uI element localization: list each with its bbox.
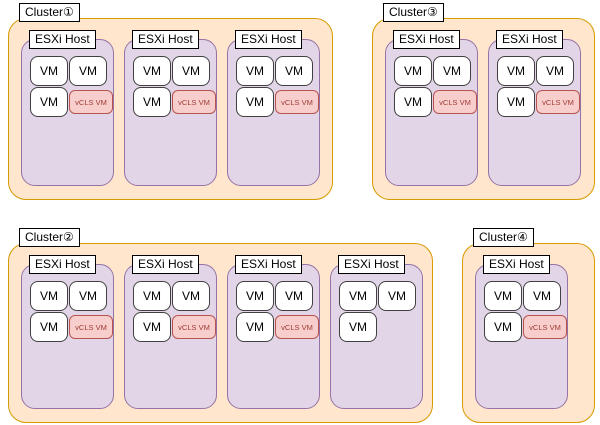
vm-box: VM xyxy=(484,312,522,342)
vm-box: VM xyxy=(236,281,274,311)
esxi-host-label: ESXi Host xyxy=(496,30,563,49)
vm-box: VM xyxy=(536,56,574,86)
vm-box: VM xyxy=(30,87,68,117)
vm-box: VM xyxy=(394,56,432,86)
vm-box: VM xyxy=(172,281,210,311)
vm-box: VM xyxy=(236,87,274,117)
vcls-vm-box: vCLS VM xyxy=(433,90,477,114)
vcls-vm-box: vCLS VM xyxy=(536,90,580,114)
esxi-host-label: ESXi Host xyxy=(393,30,460,49)
vcls-vm-box: vCLS VM xyxy=(275,315,319,339)
esxi-host-label: ESXi Host xyxy=(29,255,96,274)
vm-box: VM xyxy=(133,56,171,86)
vcls-vm-box: vCLS VM xyxy=(523,315,567,339)
vm-box: VM xyxy=(133,281,171,311)
vm-box: VM xyxy=(497,87,535,117)
vm-box: VM xyxy=(339,281,377,311)
vm-box: VM xyxy=(30,56,68,86)
vm-box: VM xyxy=(523,281,561,311)
vcls-vm-box: vCLS VM xyxy=(69,90,113,114)
vm-box: VM xyxy=(497,56,535,86)
vm-box: VM xyxy=(339,312,377,342)
vm-box: VM xyxy=(275,281,313,311)
cluster-1-label: Cluster① xyxy=(19,3,80,22)
esxi-host-label: ESXi Host xyxy=(338,255,405,274)
cluster-4-label: Cluster④ xyxy=(473,228,534,247)
vm-box: VM xyxy=(69,56,107,86)
cluster-3-label: Cluster③ xyxy=(383,3,444,22)
vm-box: VM xyxy=(172,56,210,86)
esxi-host-label: ESXi Host xyxy=(235,255,302,274)
vcls-vm-box: vCLS VM xyxy=(172,315,216,339)
vm-box: VM xyxy=(133,87,171,117)
vm-box: VM xyxy=(394,87,432,117)
esxi-host-label: ESXi Host xyxy=(29,30,96,49)
vm-box: VM xyxy=(378,281,416,311)
esxi-host-label: ESXi Host xyxy=(132,255,199,274)
vm-box: VM xyxy=(433,56,471,86)
vm-box: VM xyxy=(133,312,171,342)
cluster-2-label: Cluster② xyxy=(19,228,80,247)
vm-box: VM xyxy=(275,56,313,86)
esxi-host-label: ESXi Host xyxy=(132,30,199,49)
vm-box: VM xyxy=(236,312,274,342)
vm-box: VM xyxy=(30,312,68,342)
esxi-host-label: ESXi Host xyxy=(235,30,302,49)
vm-box: VM xyxy=(30,281,68,311)
esxi-host-label: ESXi Host xyxy=(483,255,550,274)
vcls-vm-box: vCLS VM xyxy=(172,90,216,114)
vm-box: VM xyxy=(484,281,522,311)
vm-box: VM xyxy=(236,56,274,86)
vm-box: VM xyxy=(69,281,107,311)
vcls-vm-box: vCLS VM xyxy=(69,315,113,339)
vcls-vm-box: vCLS VM xyxy=(275,90,319,114)
